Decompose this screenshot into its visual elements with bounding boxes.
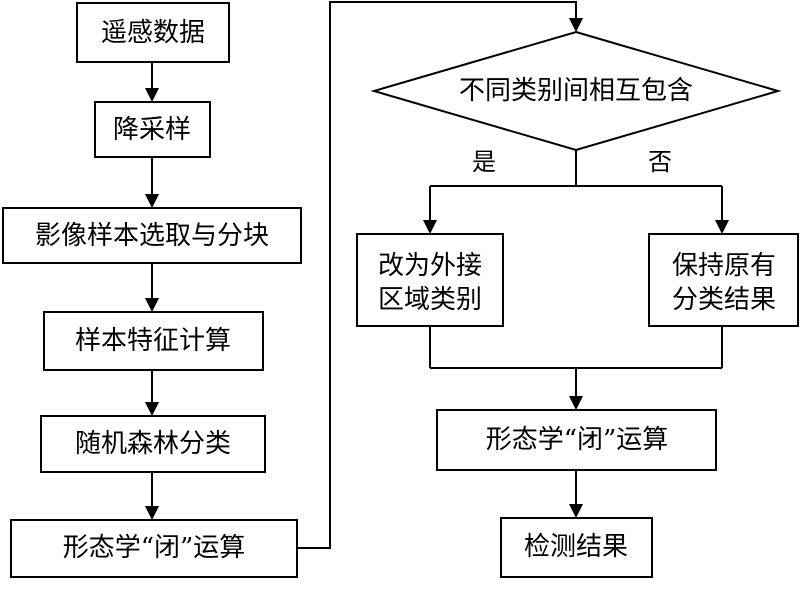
arrowhead <box>569 18 583 32</box>
node-label: 检测结果 <box>524 532 628 562</box>
node-remote-sensing-data: 遥感数据 <box>76 2 230 63</box>
arrowhead <box>145 88 159 102</box>
node-downsampling: 降采样 <box>94 101 211 158</box>
node-label-line-1: 改为外接 <box>378 251 482 281</box>
decision-label: 不同类别间相互包含 <box>459 76 693 106</box>
node-sample-selection: 影像样本选取与分块 <box>2 207 302 264</box>
node-label-line-2: 区域类别 <box>378 285 482 315</box>
node-box <box>94 101 211 158</box>
node-box <box>648 233 799 327</box>
node-morphology-close-right: 形态学“闭”运算 <box>436 409 717 471</box>
arrowhead <box>569 504 583 518</box>
left-column-connectors <box>145 62 159 520</box>
node-keep-original-result: 保持原有 分类结果 <box>648 233 799 327</box>
node-box <box>40 415 266 473</box>
node-change-to-bounding-class: 改为外接 区域类别 <box>356 233 504 327</box>
node-label-line-2: 分类结果 <box>672 285 776 315</box>
cross-column-connector <box>297 1 583 549</box>
node-box <box>436 409 717 471</box>
decision-node: 不同类别间相互包含 <box>370 30 782 152</box>
arrowhead <box>569 396 583 410</box>
decision-diamond <box>370 30 782 152</box>
node-random-forest: 随机森林分类 <box>40 415 266 473</box>
node-label-line-1: 保持原有 <box>672 251 776 281</box>
arrowhead <box>145 298 159 312</box>
node-box <box>2 207 302 264</box>
node-box <box>500 517 653 578</box>
arrowhead <box>715 220 729 234</box>
decision-branches <box>423 150 729 234</box>
arrowhead <box>145 506 159 520</box>
node-box <box>43 311 264 371</box>
node-box <box>76 2 230 63</box>
node-label: 随机森林分类 <box>75 429 231 459</box>
arrowhead <box>145 194 159 208</box>
arrowhead <box>145 402 159 416</box>
node-label: 样本特征计算 <box>75 326 231 356</box>
node-label: 形态学“闭”运算 <box>63 533 246 563</box>
edge-line <box>297 1 577 549</box>
node-label: 遥感数据 <box>101 18 205 48</box>
node-label: 影像样本选取与分块 <box>35 221 269 251</box>
arrowhead <box>423 220 437 234</box>
node-morphology-close-left: 形态学“闭”运算 <box>10 519 298 578</box>
branch-yes-label: 是 <box>472 148 496 176</box>
node-box <box>10 519 298 578</box>
node-feature-computation: 样本特征计算 <box>43 311 264 371</box>
node-label: 形态学“闭”运算 <box>486 425 669 455</box>
branch-no-label: 否 <box>648 148 672 176</box>
merge-connectors <box>429 326 723 518</box>
node-box <box>356 233 504 327</box>
node-label: 降采样 <box>113 115 191 145</box>
node-detection-result: 检测结果 <box>500 517 653 578</box>
